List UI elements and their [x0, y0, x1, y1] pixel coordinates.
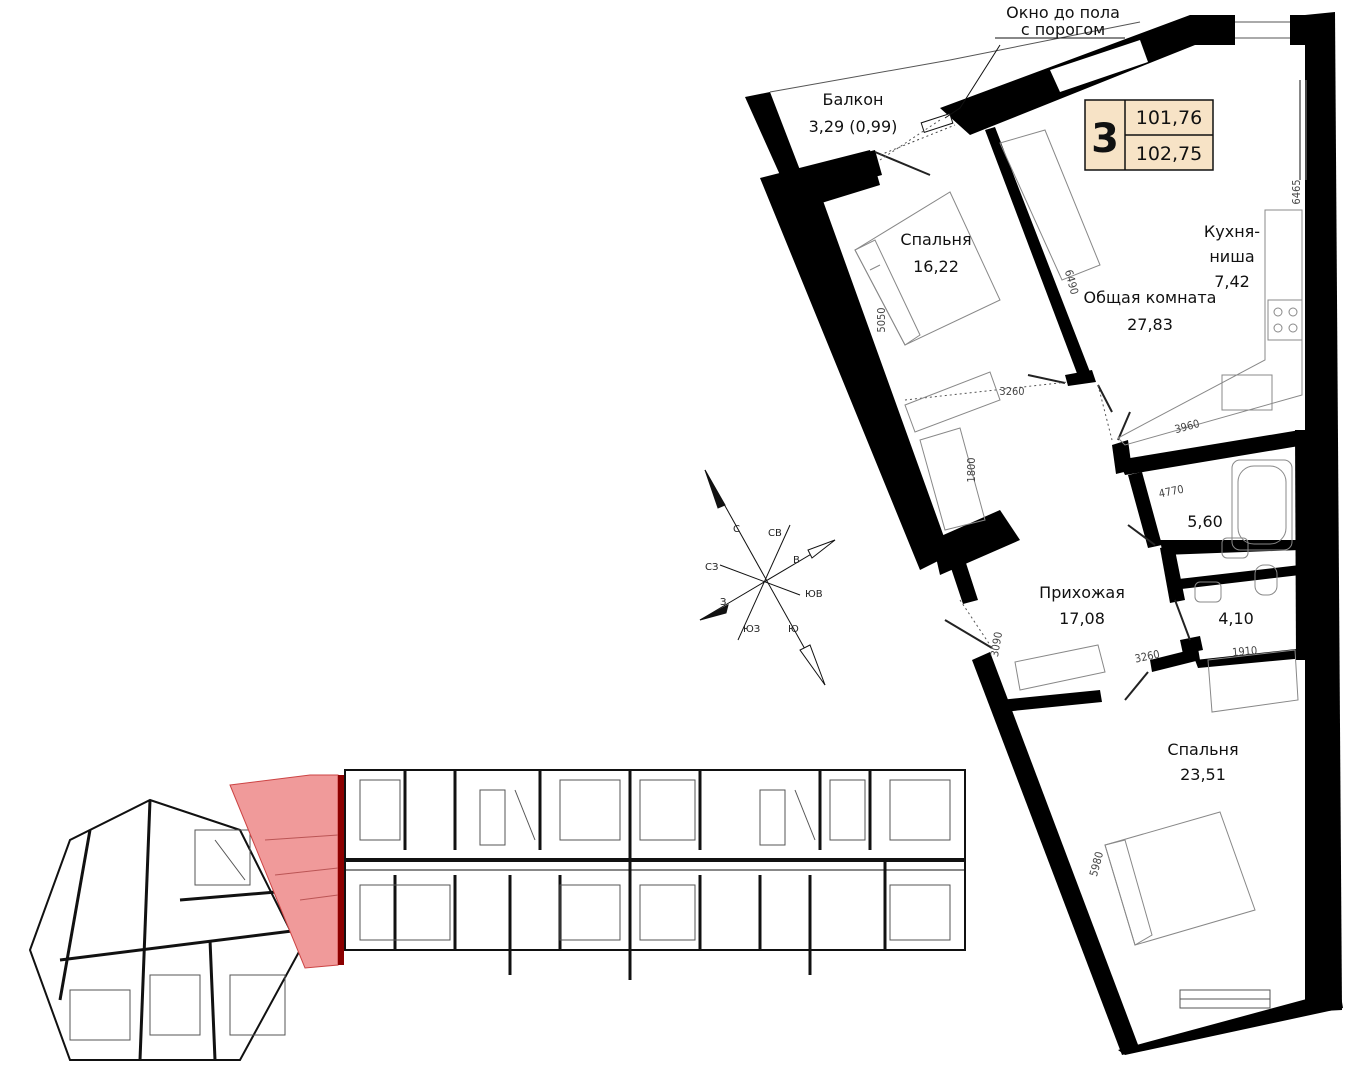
bed-bedroom-1 — [854, 191, 1001, 346]
dim-3260-b: 3260 — [1134, 648, 1161, 666]
dimension-labels: 6465 6490 5050 3260 3960 1800 4770 3090 … — [875, 179, 1303, 878]
compass-w: З — [720, 597, 726, 608]
compass-e: В — [793, 555, 800, 566]
dim-5980: 5980 — [1087, 850, 1106, 878]
room-area-living: 27,83 — [1127, 315, 1173, 334]
kitchen-counter — [1117, 209, 1303, 446]
doors — [874, 151, 1191, 701]
windows — [920, 80, 1307, 1009]
dim-5050: 5050 — [875, 307, 888, 332]
dim-1910: 1910 — [1232, 644, 1258, 659]
room-name-kitchen: Кухня- — [1204, 222, 1260, 241]
dim-1800: 1800 — [965, 457, 978, 482]
dim-3260-a: 3260 — [999, 385, 1024, 398]
bed-bedroom-2 — [1104, 811, 1256, 946]
balcony-door-line — [879, 124, 956, 156]
callout-leader — [944, 44, 1001, 119]
building-key-plan — [28, 769, 966, 1061]
room-area-bedroom-2: 23,51 — [1180, 765, 1226, 784]
apartment-badge: 3 101,76 102,75 — [1084, 99, 1214, 171]
room-name-hallway: Прихожая — [1039, 583, 1125, 602]
room-name-balcony: Балкон — [823, 90, 884, 109]
callout-line-2: с порогом — [1021, 20, 1105, 39]
wardrobe-1 — [904, 371, 1299, 713]
dim-6465: 6465 — [1290, 179, 1303, 204]
apartment-walls — [745, 12, 1343, 1055]
room-area-bathroom: 5,60 — [1187, 512, 1223, 531]
room-area-wc: 4,10 — [1218, 609, 1254, 628]
compass-rose — [699, 469, 836, 686]
compass-labels: С СВ В ЮВ Ю ЮЗ З СЗ — [705, 524, 823, 635]
room-area-bedroom-1: 16,22 — [913, 257, 959, 276]
room-area-balcony: 3,29 (0,99) — [809, 117, 898, 136]
dim-4770: 4770 — [1158, 483, 1185, 501]
door-swings — [879, 119, 1113, 649]
callout-line-1: Окно до пола — [1006, 3, 1120, 22]
bathtub — [1194, 459, 1293, 603]
room-labels: Балкон 3,29 (0,99) Спальня 16,22 Кухня- … — [809, 90, 1260, 784]
highlighted-apartment — [229, 774, 339, 969]
room-name-bedroom-1: Спальня — [900, 230, 971, 249]
compass-se: ЮВ — [805, 589, 823, 600]
dim-6490: 6490 — [1062, 268, 1081, 296]
sofa — [999, 129, 1101, 281]
compass-nw: СЗ — [705, 562, 718, 573]
area-with-balcony: 102,75 — [1136, 143, 1202, 165]
room-area-kitchen: 7,42 — [1214, 272, 1250, 291]
dim-3090: 3090 — [988, 631, 1005, 658]
room-name-living: Общая комната — [1084, 288, 1217, 307]
area-total: 101,76 — [1136, 107, 1202, 129]
compass-s: Ю — [788, 624, 799, 635]
room-name-kitchen-2: ниша — [1209, 247, 1254, 266]
compass-ne: СВ — [768, 528, 782, 539]
rooms-count: 3 — [1091, 116, 1119, 162]
compass-sw: ЮЗ — [743, 624, 760, 635]
room-area-hallway: 17,08 — [1059, 609, 1105, 628]
room-name-bedroom-2: Спальня — [1167, 740, 1238, 759]
dim-3960: 3960 — [1173, 417, 1201, 436]
compass-n: С — [733, 524, 740, 535]
